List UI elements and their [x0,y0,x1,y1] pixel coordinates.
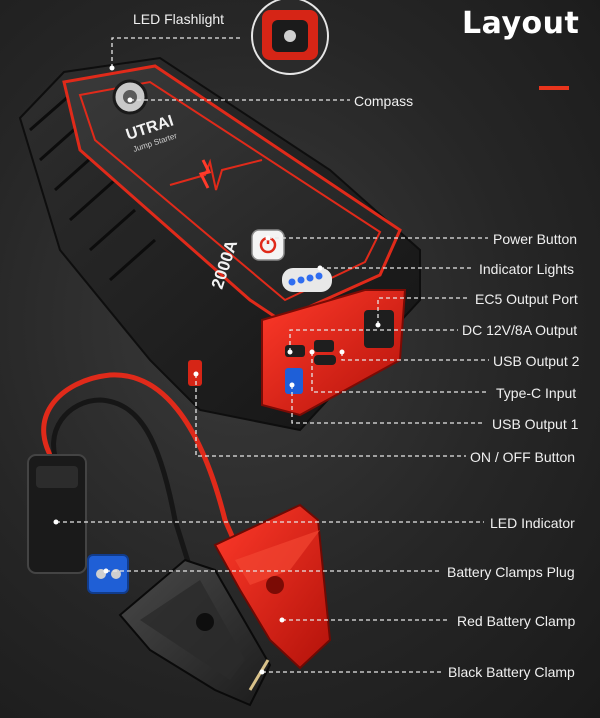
label-led-flashlight: LED Flashlight [133,11,225,27]
label-led-indicator: LED Indicator [490,515,575,531]
leader-on-off-button [195,374,466,457]
leader-dc-output [289,329,458,352]
flashlight-zoom-inset [251,0,329,75]
label-compass: Compass [354,93,414,109]
label-ec5-output-port: EC5 Output Port [475,291,578,307]
label-black-battery-clamp: Black Battery Clamp [448,664,575,680]
label-on-off-button: ON / OFF Button [470,449,576,465]
label-red-battery-clamp: Red Battery Clamp [457,613,576,629]
label-battery-clamps-plug: Battery Clamps Plug [447,564,575,580]
label-usb-output-1: USB Output 1 [492,416,579,432]
label-indicator-lights: Indicator Lights [479,261,574,277]
title-accent-bar [539,86,569,90]
leader-usb-output-1 [291,385,484,424]
leader-dots [53,65,381,675]
leader-ec5-output-port [377,297,470,325]
leader-type-c-input [311,352,488,393]
leader-led-flashlight [111,37,240,68]
leader-lines [56,37,489,673]
label-usb-output-2: USB Output 2 [493,353,580,369]
black-battery-clamp [118,558,272,707]
label-power-button: Power Button [493,231,578,247]
jump-starter-body [18,56,421,432]
clamp-cable [27,372,263,602]
label-dc-output: DC 12V/8A Output [462,322,578,338]
leader-usb-output-2 [341,352,489,361]
page-title: Layout [462,6,580,41]
label-type-c-input: Type-C Input [496,385,577,401]
